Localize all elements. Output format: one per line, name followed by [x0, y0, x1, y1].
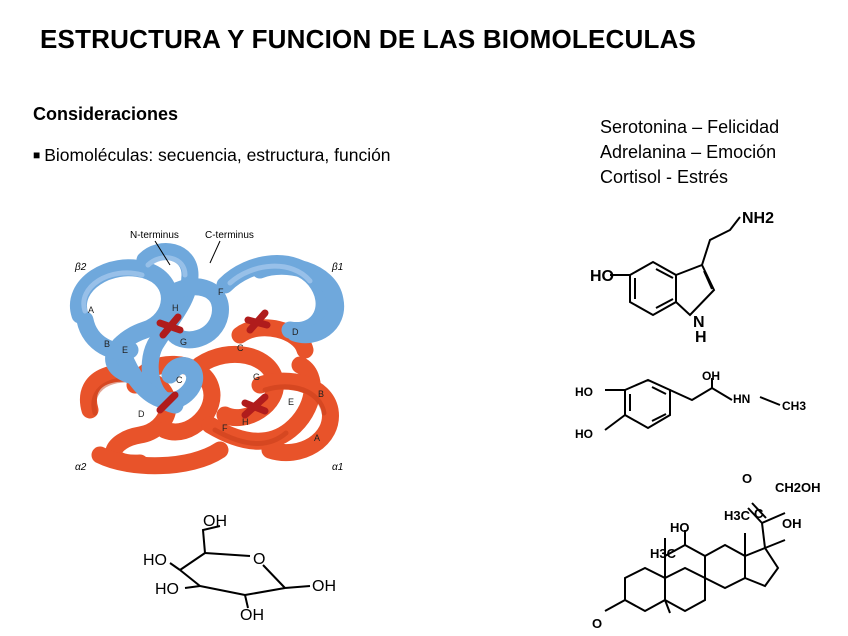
- helix-label: G: [253, 372, 260, 382]
- pair-adrenaline: Adrelanina – Emoción: [600, 142, 777, 162]
- serotonin-label: N: [693, 314, 705, 331]
- helix-label: H: [172, 303, 179, 313]
- helix-label: G: [180, 337, 187, 347]
- helix-label: D: [138, 409, 145, 419]
- glucose-label: O: [253, 551, 265, 568]
- helix-label: C: [237, 343, 244, 353]
- helix-label: D: [292, 327, 299, 337]
- adrenaline-label: OH: [702, 369, 720, 383]
- helix-label: F: [218, 287, 224, 297]
- helix-label: H: [242, 417, 249, 427]
- helix-label: C: [176, 375, 183, 385]
- glucose-label: HO: [143, 552, 167, 569]
- helix-label: A: [88, 305, 94, 315]
- bullet-text: Biomoléculas: secuencia, estructura, fun…: [44, 145, 391, 165]
- chain-label-beta2: β2: [74, 262, 87, 273]
- heme-groups: [156, 309, 271, 419]
- cortisol-label: OH: [782, 516, 802, 531]
- cortisol-label: C: [754, 506, 764, 521]
- serotonin-label: HO: [590, 268, 614, 285]
- helix-label: F: [222, 423, 228, 433]
- adrenaline-structure: OH HO HN CH3 HO: [575, 369, 806, 441]
- helix-label: A: [314, 433, 320, 443]
- cortisol-label: H3C: [724, 508, 751, 523]
- chain-label-alpha2: α2: [75, 462, 87, 473]
- bullet-marker: ■: [33, 148, 41, 162]
- adrenaline-label: HN: [733, 392, 750, 406]
- glucose-label: OH: [312, 578, 336, 595]
- section-heading: Consideraciones: [33, 104, 179, 124]
- molecule-pairs: Serotonina – Felicidad Adrelanina – Emoc…: [600, 115, 779, 190]
- cortisol-label: H3C: [650, 546, 677, 561]
- adrenaline-label: HO: [575, 385, 593, 399]
- chain-label-alpha1: α1: [332, 462, 343, 473]
- helix-label: E: [288, 397, 294, 407]
- cortisol-label: CH2OH: [775, 480, 821, 495]
- pair-cortisol: Cortisol - Estrés: [600, 167, 729, 187]
- adrenaline-label: CH3: [782, 399, 806, 413]
- hemoglobin-illustration: N-terminus C-terminus β2 β1 α2 α1 A B E …: [70, 230, 345, 475]
- glucose-label: OH: [240, 607, 264, 624]
- serotonin-label: H: [695, 329, 707, 346]
- cortisol-label: HO: [670, 520, 690, 535]
- serotonin-label: NH2: [742, 210, 774, 227]
- helix-label: E: [122, 345, 128, 355]
- pair-serotonin: Serotonina – Felicidad: [600, 117, 780, 137]
- n-terminus-label: N-terminus: [130, 230, 179, 241]
- helix-label: B: [318, 389, 324, 399]
- bullet-item: ■Biomoléculas: secuencia, estructura, fu…: [33, 145, 391, 166]
- glucose-structure: OH HO O HO OH OH: [143, 513, 336, 624]
- cortisol-structure: O CH2OH C H3C OH HO H3C O: [592, 471, 821, 631]
- glucose-label: HO: [155, 581, 179, 598]
- slide-title: ESTRUCTURA Y FUNCION DE LAS BIOMOLECULAS: [40, 24, 697, 54]
- chain-label-beta1: β1: [331, 262, 343, 273]
- adrenaline-label: HO: [575, 427, 593, 441]
- helix-label: B: [104, 339, 110, 349]
- glucose-label: OH: [203, 513, 227, 530]
- cortisol-label: O: [592, 616, 602, 631]
- c-terminus-label: C-terminus: [205, 230, 254, 241]
- cortisol-label: O: [742, 471, 752, 486]
- serotonin-structure: NH2 HO N H: [590, 210, 774, 346]
